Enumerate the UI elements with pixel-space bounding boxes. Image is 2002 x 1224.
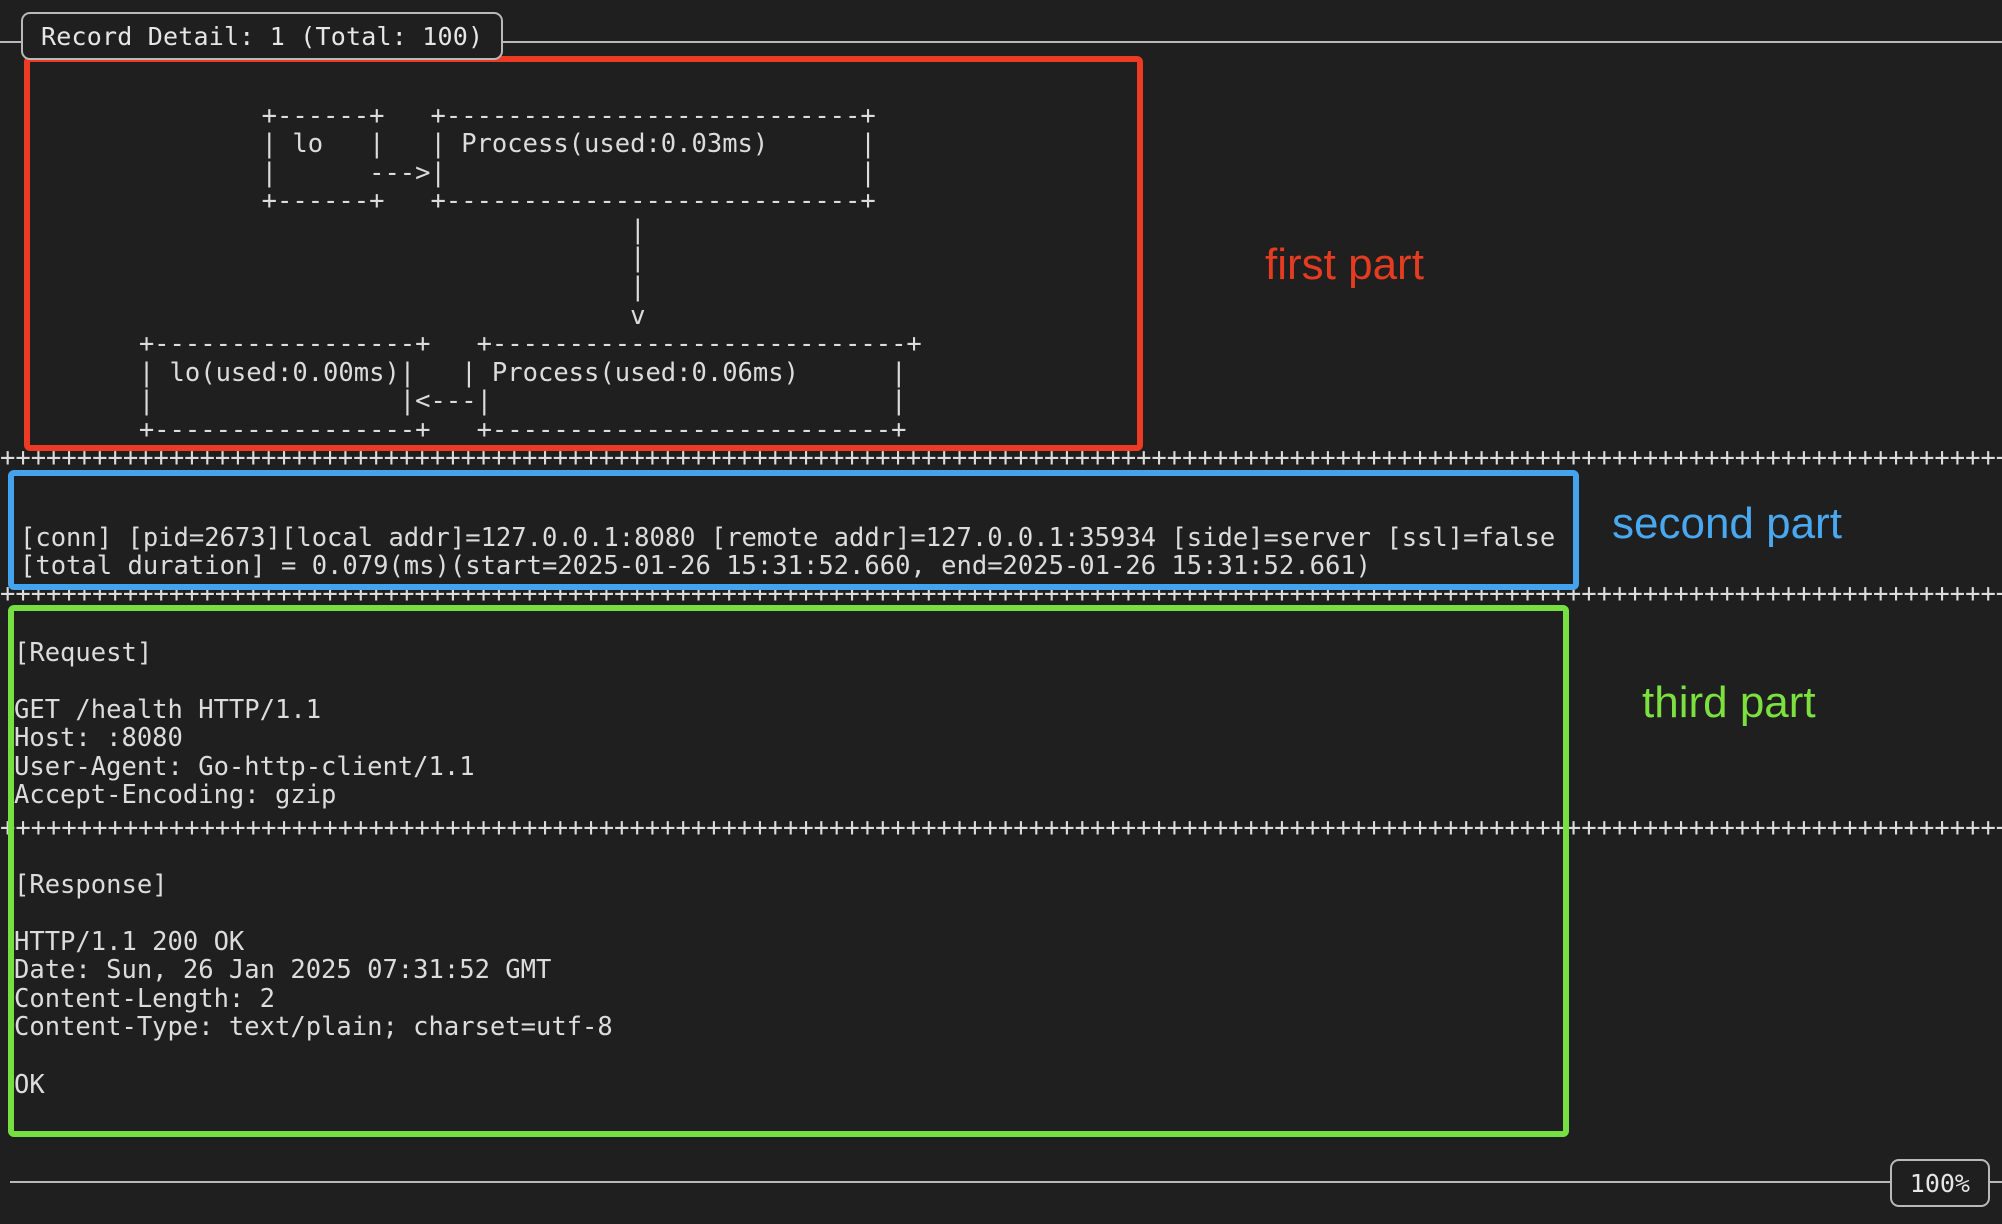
section-separator-2: ++++++++++++++++++++++++++++++++++++++++… [0,580,2002,609]
annotation-first-part: first part [1265,240,1424,289]
footer-divider-rule [10,1181,2002,1183]
annotation-second-part: second part [1612,499,1842,548]
request-heading: [Request] [14,637,153,668]
conn-line-1: [conn] [pid=2673][local addr]=127.0.0.1:… [20,522,1556,553]
conn-line-2: [total duration] = 0.079(ms)(start=2025-… [20,551,1372,582]
record-detail-title: Record Detail: 1 (Total: 100) [21,12,504,60]
http-response-block: [Response] HTTP/1.1 200 OK Date: Sun, 26… [14,869,613,1100]
call-flow-ascii-diagram: +------+ +---------------------------+ |… [138,100,922,446]
connection-summary-text: [conn] [pid=2673][local addr]=127.0.0.1:… [20,522,1556,582]
zoom-level-indicator[interactable]: 100% [1889,1159,1990,1207]
section-separator-3: ++++++++++++++++++++++++++++++++++++++++… [0,814,2002,843]
request-body: GET /health HTTP/1.1 Host: :8080 User-Ag… [14,694,475,811]
section-separator-1: ++++++++++++++++++++++++++++++++++++++++… [0,444,2002,473]
title-divider-rule [0,41,2002,43]
annotation-third-part: third part [1642,678,1816,727]
response-heading: [Response] [14,869,168,900]
response-body: HTTP/1.1 200 OK Date: Sun, 26 Jan 2025 0… [14,926,613,1100]
http-request-block: [Request] GET /health HTTP/1.1 Host: :80… [14,637,475,811]
